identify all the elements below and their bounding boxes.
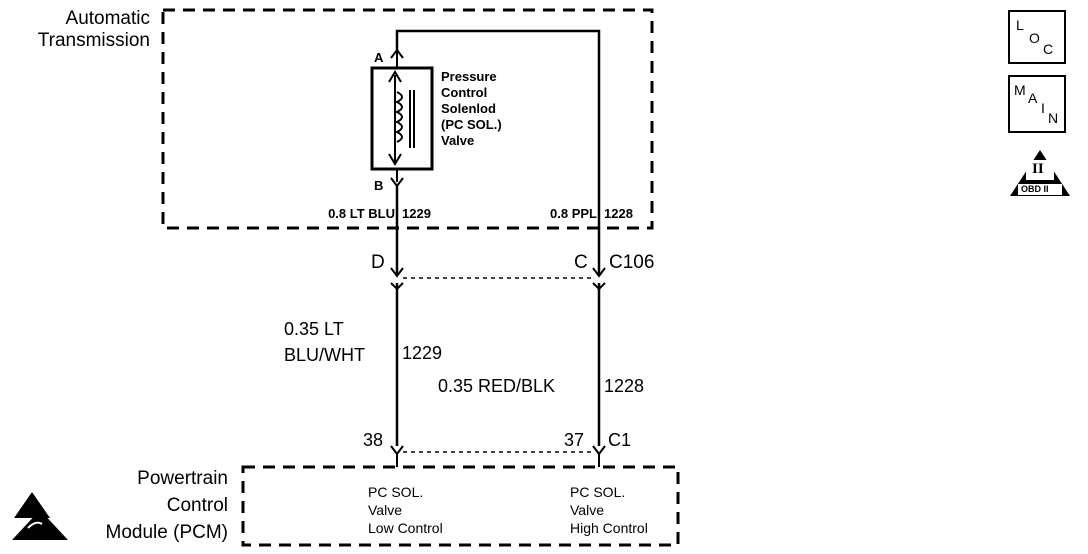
solenoid-name: Pressure Control Solenlod (PC SOL.) Valv… [441,69,502,149]
wire-1228-internal-circuit: 1228 [604,206,633,221]
terminal-b-label: B [374,178,384,193]
transmission-label: Automatic Transmission [38,8,150,52]
solenoid-body [370,66,434,171]
pcm-low-line3: Low Control [368,520,443,536]
main-letter-n: N [1048,110,1059,126]
pcm-high-control: PC SOL. Valve High Control [570,483,648,537]
obd-numeral: II [1032,161,1044,177]
transmission-label-line1: Automatic [65,8,150,29]
solenoid-name-line2: Control [441,85,488,100]
wire-1228-internal-color: 0.8 PPL [550,206,597,221]
esd-warning-icon [12,492,68,540]
wire-1228-external-circuit: 1228 [604,376,645,396]
pcm-label-line1: Powertrain [137,468,228,489]
pcm-label-line2: Control [166,495,228,516]
main-letter-m: M [1014,82,1026,98]
solenoid-name-line3: Solenlod [441,101,496,116]
pcm-low-line1: PC SOL. [368,484,424,500]
wire-1229-internal-circuit: 1229 [402,206,431,221]
loc-badge-icon: L O C [1008,10,1066,64]
c1-pin-37: 37 [564,430,585,450]
obd-text: OBD II [1021,184,1049,194]
solenoid-name-line5: Valve [441,133,475,148]
wire-1229-internal-label: 0.8 LT BLU [328,207,395,220]
main-badge-icon: M A I N [1008,75,1066,133]
wire-1228-external-label: 0.35 RED/BLK [438,376,556,396]
pcm-low-control: PC SOL. Valve Low Control [368,483,443,537]
pcm-low-line2: Valve [368,502,402,518]
wire-1229-external-label: 0.35 LT BLU/WHT [284,316,365,368]
main-letter-a: A [1028,90,1038,106]
transmission-label-line2: Transmission [37,30,150,51]
wire-1229-external-line1: 0.35 LT [284,319,344,339]
pcm-high-line3: High Control [570,520,648,536]
c106-name: C106 [609,252,655,273]
wire-1228-internal [395,29,601,258]
loc-letter-c: C [1043,41,1054,57]
solenoid-name-line1: Pressure [441,69,497,84]
obd-ii-icon [1010,150,1070,196]
wire-1228-internal-label: 0.8 PPL [550,207,597,220]
solenoid-name-line4: (PC SOL.) [441,117,502,132]
pcm-boundary [241,465,680,547]
terminal-a-label: A [374,50,384,65]
pcm-high-line1: PC SOL. [570,484,626,500]
wire-1229-internal-color: 0.8 LT BLU [328,206,395,221]
pcm-label: Powertrain Control Module (PCM) [106,465,228,546]
transmission-boundary [161,8,654,230]
c106-pin-c: C [574,252,588,273]
main-letter-i: I [1041,100,1045,116]
wire-1229-external-line2: BLU/WHT [284,345,365,365]
pcm-high-line2: Valve [570,502,604,518]
solenoid-coil [394,91,403,143]
c1-pin-38: 38 [363,430,384,450]
loc-letter-l: L [1016,17,1024,33]
c106-pin-d: D [371,252,385,273]
loc-letter-o: O [1029,30,1040,46]
pcm-label-line3: Module (PCM) [105,522,228,543]
c1-name: C1 [608,430,632,450]
wire-1229-external-circuit: 1229 [402,343,443,363]
